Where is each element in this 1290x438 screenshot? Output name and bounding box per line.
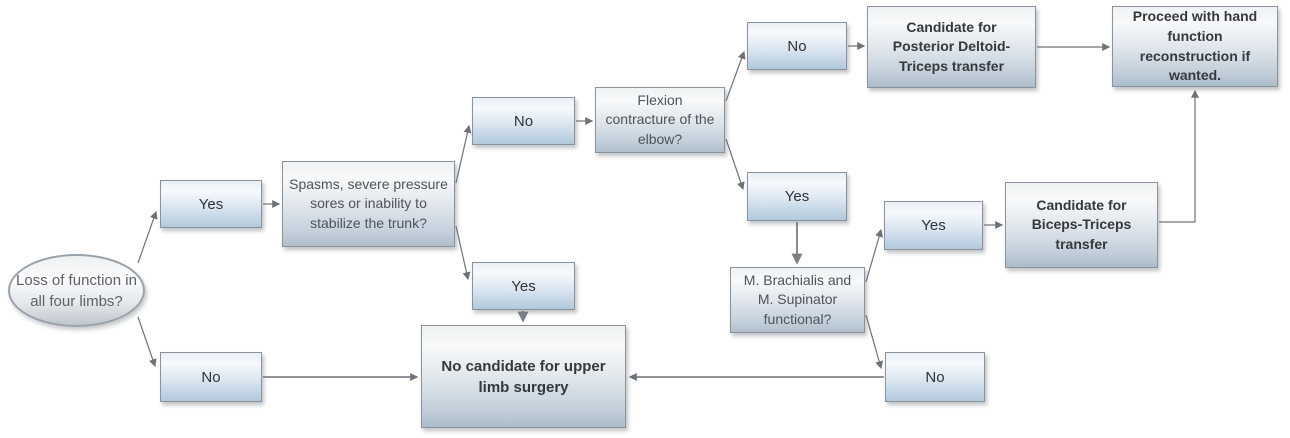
connector-spasms-no2 [455,124,472,184]
node-proceed-hand-reconstruction: Proceed with hand function reconstructio… [1112,6,1278,87]
connector-biceps-proceed [1159,89,1199,223]
node-posterior-deltoid-transfer: Candidate for Posterior Deltoid-Triceps … [867,6,1036,88]
connector-flexion-yes3 [725,138,745,191]
node-yes-contracture: Yes [747,172,847,221]
connector-spasms-yes2 [455,225,471,281]
node-yes-limbs: Yes [160,180,262,228]
node-biceps-triceps-transfer: Candidate for Biceps-Triceps transfer [1005,182,1158,268]
node-no-contracture: No [747,22,847,70]
node-no-candidate-surgery: No candidate for upper limb surgery [421,325,626,428]
connector-brachialis-no4 [865,314,883,370]
node-yes-spasms: Yes [472,262,575,310]
node-flexion-question: Flexion contracture of the elbow? [595,87,725,153]
node-start: Loss of function in all four limbs? [8,254,145,327]
connector-brachialis-yes4 [865,228,883,283]
node-brachialis-question: M. Brachialis and M. Supinator functiona… [730,267,865,333]
connector-start-yes1 [137,210,158,264]
node-spasms-question: Spasms, severe pressure sores or inabili… [282,161,455,247]
node-no-spasms: No [472,97,575,145]
connector-flexion-no3 [725,50,746,102]
node-no-brachialis: No [885,352,985,402]
connector-start-no1 [137,316,157,368]
node-no-limbs: No [160,352,262,402]
node-yes-brachialis: Yes [884,201,983,250]
